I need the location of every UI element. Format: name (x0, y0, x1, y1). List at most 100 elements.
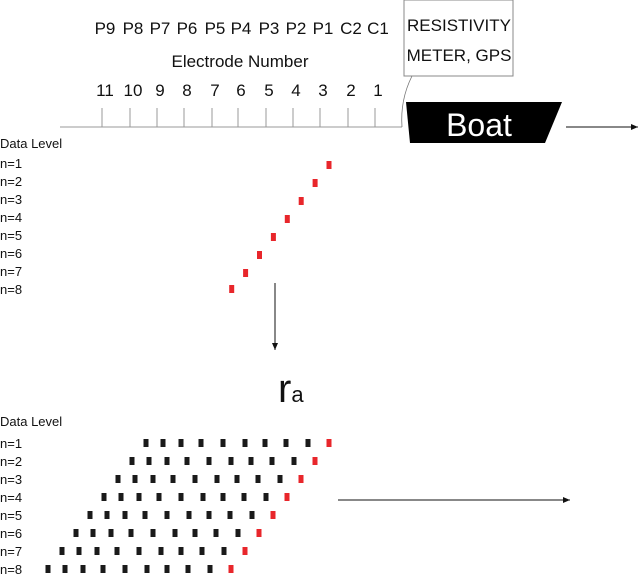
lower-level-label: n=1 (0, 436, 22, 451)
old-data-point (150, 475, 156, 483)
new-data-point (298, 197, 304, 205)
old-data-point (200, 493, 206, 501)
new-data-point (270, 233, 276, 241)
electrode-code: P2 (286, 19, 307, 38)
upper-data-level-title: Data Level (0, 136, 62, 151)
old-data-point (158, 547, 164, 555)
old-data-point (90, 529, 96, 537)
electrode-number: 7 (210, 81, 219, 100)
new-data-point (257, 251, 262, 259)
old-data-point (228, 457, 234, 465)
electrode-code: P1 (313, 19, 334, 38)
meter-box (403, 0, 514, 77)
electrode-code: C1 (367, 19, 389, 38)
lower-level-label: n=7 (0, 544, 22, 559)
old-data-point (87, 511, 93, 519)
electrode-number: 4 (291, 81, 300, 100)
lower-level-label: n=6 (0, 526, 22, 541)
lower-level-label: n=3 (0, 472, 22, 487)
old-data-point (220, 439, 226, 447)
old-data-point (255, 475, 261, 483)
new-data-point (326, 161, 332, 169)
new-data-point (228, 565, 234, 573)
upper-points (229, 161, 332, 293)
old-data-point (186, 511, 192, 519)
old-data-point (198, 439, 204, 447)
old-data-point (242, 439, 248, 447)
old-data-point (59, 547, 65, 555)
upper-level-label: n=7 (0, 264, 22, 279)
electrode-code: P7 (150, 19, 171, 38)
old-data-point (206, 511, 212, 519)
electrode-code: P8 (123, 19, 144, 38)
old-data-point (185, 565, 191, 573)
old-data-point (214, 475, 220, 483)
old-data-point (160, 439, 166, 447)
old-data-point (178, 547, 184, 555)
meter-line1: RESISTIVITY (407, 16, 511, 35)
old-data-point (62, 565, 68, 573)
old-data-point (136, 493, 142, 501)
old-data-point (192, 475, 198, 483)
old-data-point (143, 439, 149, 447)
electrode-code: P9 (95, 19, 116, 38)
electrode-number: 8 (182, 81, 191, 100)
old-data-point (136, 547, 142, 555)
electrode-code: P4 (231, 19, 252, 38)
new-data-point (284, 493, 290, 501)
old-data-point (144, 565, 150, 573)
old-data-point (164, 565, 170, 573)
old-data-point (262, 439, 268, 447)
upper-level-label: n=1 (0, 156, 22, 171)
upper-level-label: n=6 (0, 246, 22, 261)
old-data-point (118, 493, 124, 501)
old-data-point (192, 529, 198, 537)
electrode-code: P3 (259, 19, 280, 38)
boat-label: Boat (446, 107, 512, 143)
electrode-number: 3 (318, 81, 327, 100)
old-data-point (213, 529, 219, 537)
old-data-point (101, 493, 107, 501)
lower-points (45, 439, 332, 573)
electrode-number: 6 (236, 81, 245, 100)
upper-level-label: n=5 (0, 228, 22, 243)
old-data-point (164, 457, 170, 465)
old-data-point (146, 457, 152, 465)
lower-level-label: n=8 (0, 562, 22, 577)
new-data-point (312, 179, 318, 187)
lower-level-label: n=4 (0, 490, 22, 505)
electrode-number: 1 (373, 81, 382, 100)
meter-line2: METER, GPS (407, 46, 512, 65)
old-data-point (178, 439, 184, 447)
new-data-point (242, 547, 248, 555)
new-data-point (243, 269, 249, 277)
old-data-point (132, 475, 138, 483)
new-data-point (270, 511, 276, 519)
electrode-number: 10 (124, 81, 143, 100)
lower-levels: n=1n=2n=3n=4n=5n=6n=7n=8 (0, 436, 22, 577)
new-data-point (298, 475, 304, 483)
electrode-number: 2 (346, 81, 355, 100)
old-data-point (76, 547, 82, 555)
old-data-point (80, 565, 86, 573)
old-data-point (184, 457, 190, 465)
boat-shape (406, 102, 562, 143)
old-data-point (73, 529, 79, 537)
new-data-point (284, 215, 290, 223)
old-data-point (164, 511, 170, 519)
electrode-code: C2 (340, 19, 362, 38)
electrode-number: 11 (96, 81, 114, 100)
lower-data-level-title: Data Level (0, 414, 62, 429)
meter-connector (401, 75, 413, 128)
upper-level-label: n=2 (0, 174, 22, 189)
upper-level-label: n=3 (0, 192, 22, 207)
old-data-point (283, 439, 289, 447)
new-data-point (312, 457, 318, 465)
old-data-point (115, 475, 121, 483)
electrode-code: P5 (205, 19, 226, 38)
old-data-point (277, 475, 283, 483)
electrode-ticks (101, 108, 376, 127)
old-data-point (122, 511, 128, 519)
